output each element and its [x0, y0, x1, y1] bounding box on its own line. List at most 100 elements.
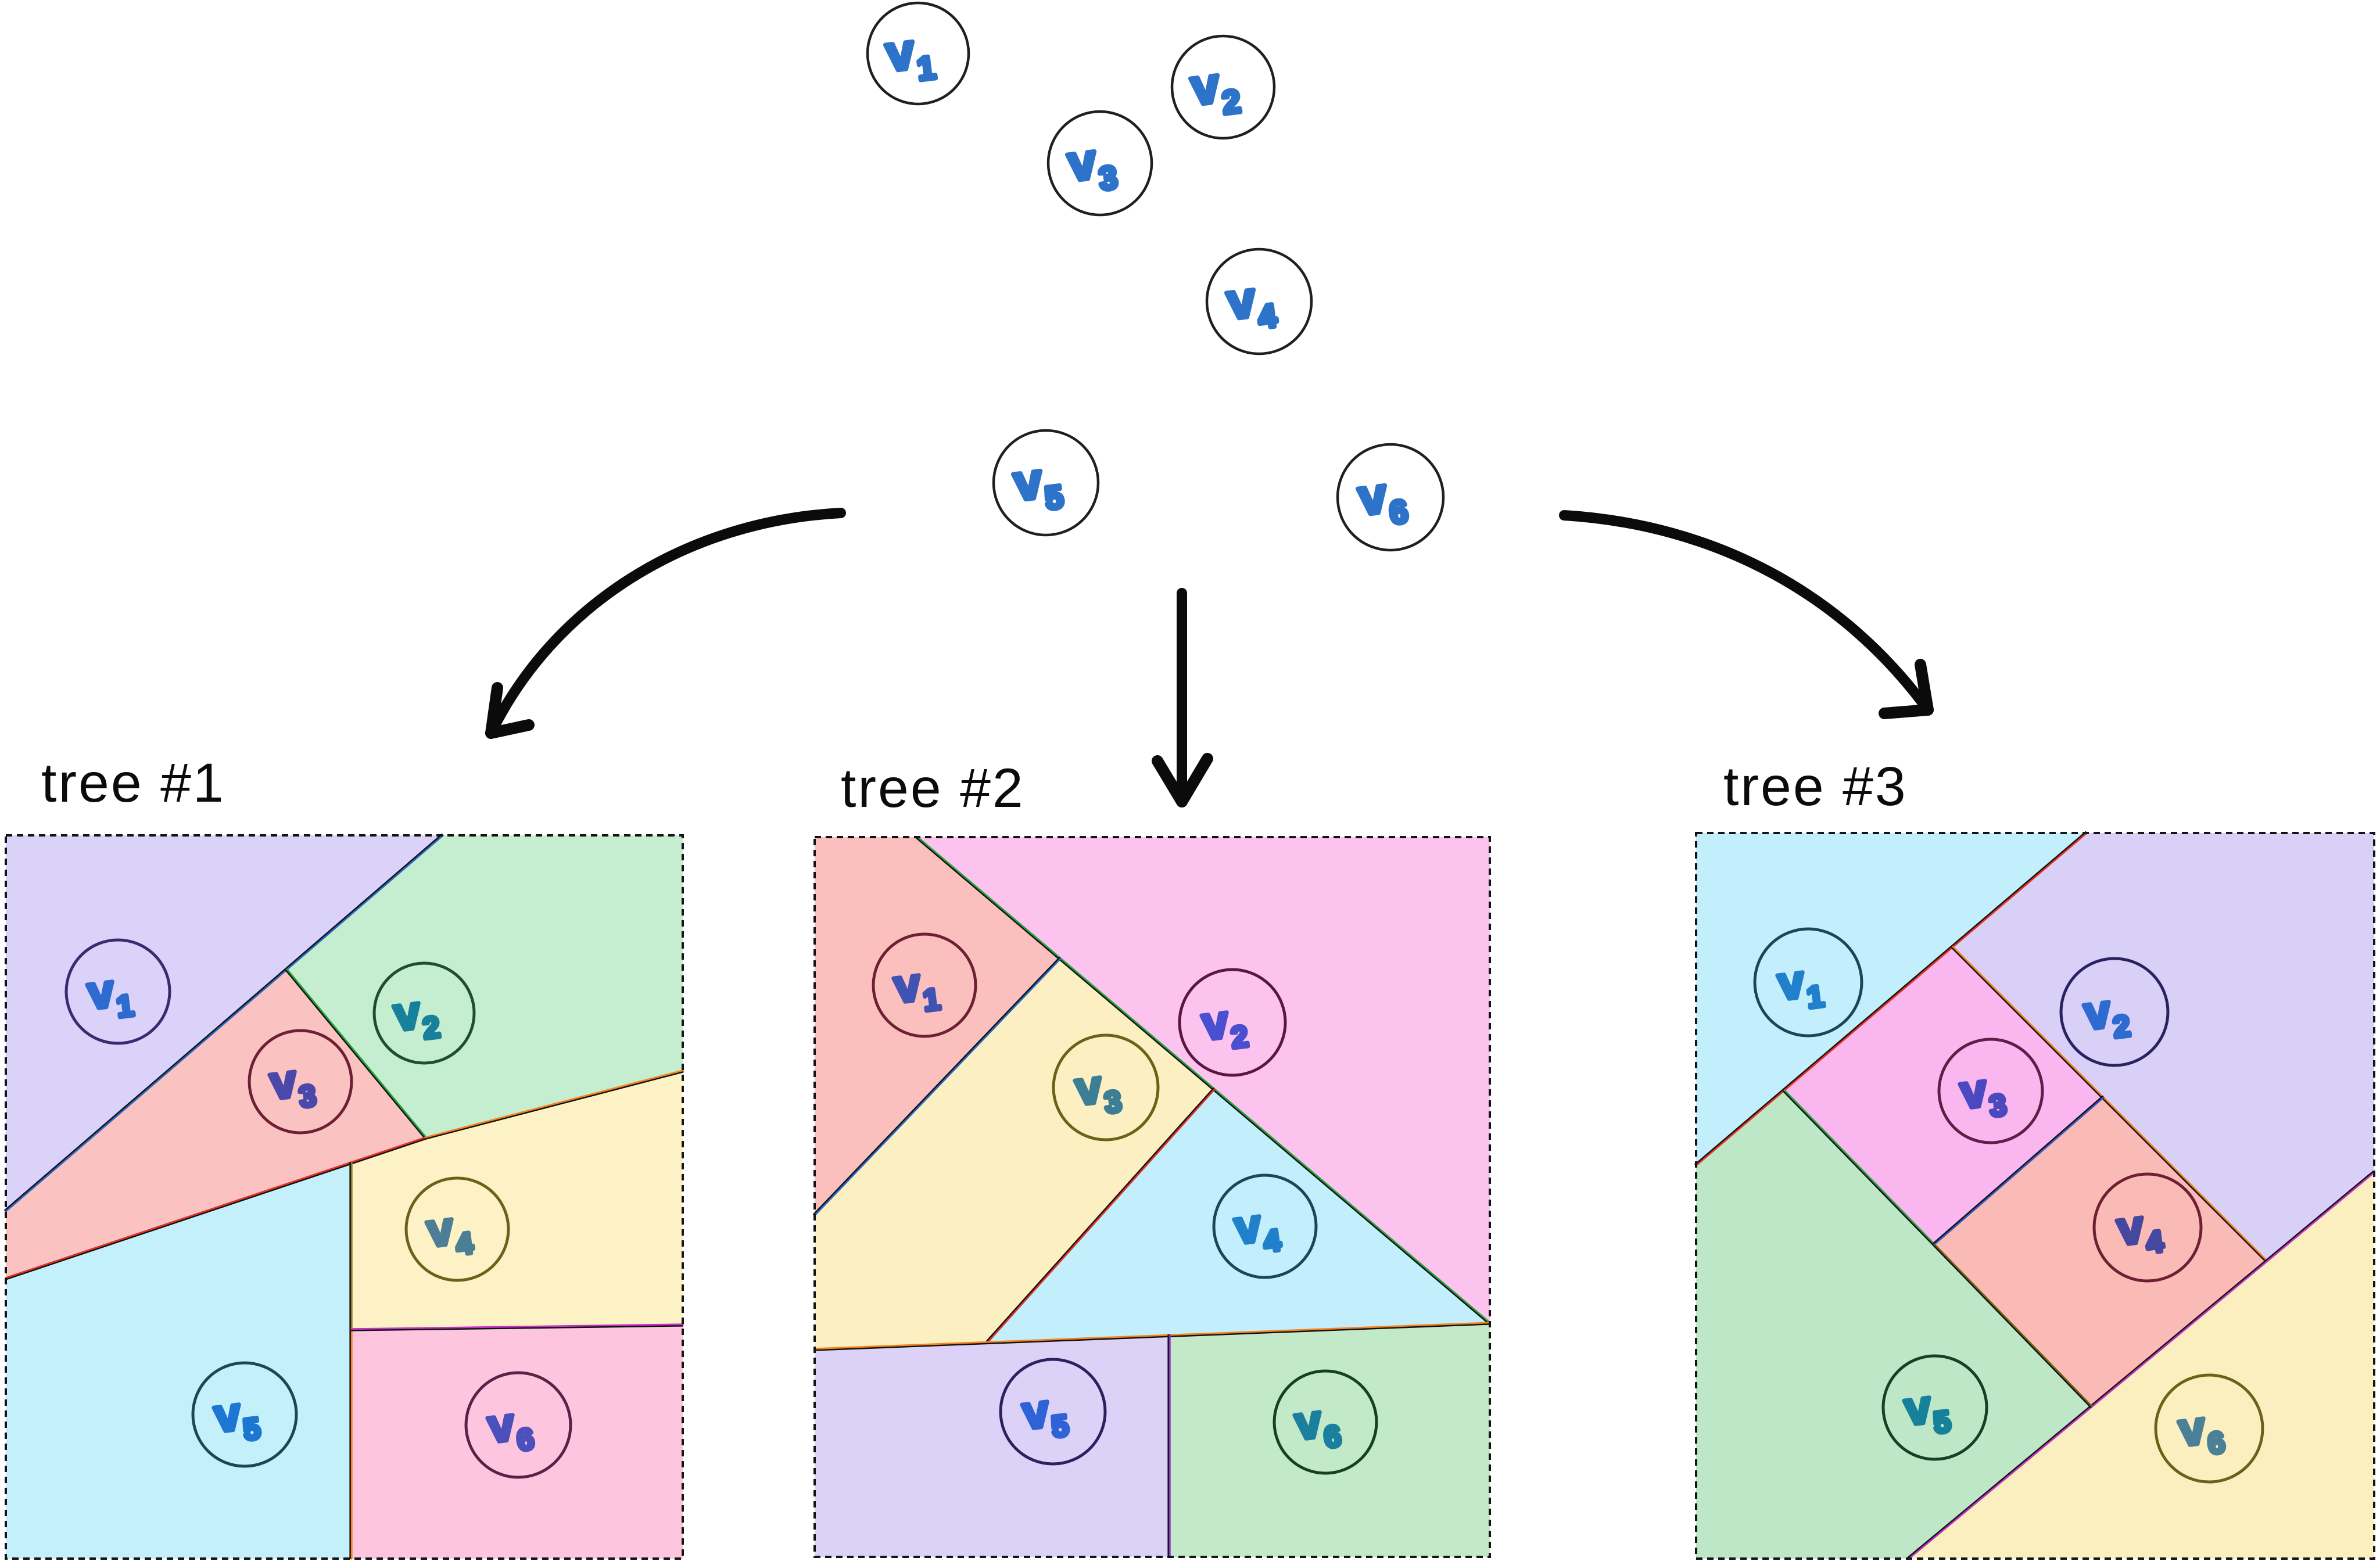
tree-1-region-v5 — [6, 1162, 352, 1559]
vertex-scatter: v1 v2 v3 v4 v5 v6 — [866, 1, 1445, 552]
vertex-label-v4: v4 — [1224, 269, 1278, 339]
tree-1-split-1 — [5, 834, 444, 1212]
tree-1-vertex-circle-v6 — [464, 1371, 572, 1479]
scatter-vertex-circle-v3 — [1046, 110, 1153, 217]
scatter-vertex-v3: v3 — [1046, 110, 1153, 217]
tree-2-split-3 — [987, 1088, 1216, 1343]
tree-3-split-4-outline — [1783, 1090, 1934, 1246]
tree-3-vertex-circle-v3 — [1937, 1038, 2044, 1144]
scatter-vertex-circle-v2 — [1170, 34, 1276, 140]
tree-3-split-6 — [1933, 1096, 2105, 1245]
tree-2-split-4-outline — [813, 1323, 1491, 1351]
arrow-to-tree-2 — [1152, 588, 1213, 807]
tree-1-title: tree #1 — [41, 752, 225, 814]
tree-3-vertex-circle-v6 — [2154, 1373, 2264, 1484]
scatter-vertex-circle-v4 — [1205, 247, 1313, 356]
arrow-to-tree-2-head-barb-2 — [1176, 753, 1213, 807]
scatter-vertex-circle-v6 — [1336, 443, 1445, 552]
tree-1-split-1-outline — [4, 833, 443, 1211]
scatter-vertex-v1: v1 — [866, 1, 970, 106]
tree-1-vertex-circle-v4 — [404, 1176, 510, 1282]
tree-2-vertex-circle-v5 — [999, 1358, 1107, 1466]
scatter-vertex-circle-v5 — [992, 429, 1100, 537]
tree-1-split-3-outline — [5, 1138, 427, 1280]
scatter-vertex-v4: v4 — [1205, 247, 1313, 356]
vertex-label-v3: v3 — [1064, 131, 1119, 200]
tree-3-split-2-outline — [1951, 947, 2267, 1263]
tree-2-vertex-circle-v2 — [1178, 968, 1287, 1077]
tree-2-vertex-v5: v5 — [999, 1358, 1107, 1466]
tree-1-split-2-outline — [285, 970, 426, 1139]
vertex-label-v1: v1 — [1775, 953, 1826, 1018]
tree-3-vertex-v1: v1 — [1753, 927, 1863, 1038]
arrow-to-tree-2-head-barb-1 — [1152, 755, 1188, 807]
tree-1-region-v2 — [287, 835, 683, 1137]
tree-1-vertex-v4: v4 — [404, 1176, 510, 1282]
tree-2-border — [813, 836, 1491, 1558]
tree-3-title: tree #3 — [1723, 756, 1908, 817]
scatter-vertex-v2: v2 — [1170, 34, 1276, 140]
tree-1-region-v6 — [352, 1324, 683, 1559]
tree-1-split-2 — [286, 968, 427, 1139]
tree-3-split-6-outline — [1933, 1095, 2103, 1244]
tree-3-split-5-outline — [1933, 1244, 2092, 1408]
arrow-to-tree-3-shaft — [1559, 510, 1933, 715]
arrow-to-tree-1-shaft — [486, 508, 846, 738]
tree-2-split-2-outline — [813, 957, 1060, 1215]
arrow-to-tree-1-head-barb-2 — [485, 682, 503, 739]
scatter-vertex-circle-v1 — [866, 1, 970, 106]
tree-1-region-v3 — [6, 970, 426, 1278]
tree-1-vertex-circle-v1 — [64, 938, 171, 1045]
tree-2-vertex-circle-v4 — [1212, 1173, 1318, 1279]
tree-2-region-v1 — [815, 837, 1060, 1215]
tree-1-split-4 — [425, 1069, 684, 1139]
tree-3-border — [1695, 832, 2375, 1560]
tree-3-split-5 — [1933, 1243, 2093, 1408]
tree-2-split-2 — [813, 957, 1062, 1216]
tree-2-vertex-circle-v1 — [872, 932, 977, 1038]
tree-3-split-4 — [1783, 1089, 1935, 1245]
tree-3-vertex-circle-v1 — [1753, 927, 1863, 1038]
arrow-to-tree-3 — [1559, 510, 1934, 719]
tree-1-split-4-outline — [425, 1071, 684, 1140]
tree-1-border — [5, 834, 684, 1560]
tree-3-split-1-outline — [1694, 831, 2087, 1165]
tree-3-region-v3 — [1784, 947, 2103, 1244]
tree-3-vertex-circle-v2 — [2059, 957, 2170, 1067]
tree-3-split-3 — [1908, 1171, 2375, 1560]
tree-2-region-v6 — [1170, 1323, 1490, 1557]
tree-2-title: tree #2 — [841, 758, 1025, 819]
tree-1-split-7 — [350, 1323, 684, 1330]
scatter-vertex-v6: v6 — [1336, 443, 1445, 552]
tree-3-split-2 — [1952, 946, 2268, 1262]
tree-2-vertex-circle-v6 — [1273, 1369, 1378, 1475]
tree-2-split-4 — [813, 1322, 1491, 1350]
tree-3-vertex-circle-v4 — [2092, 1172, 2203, 1283]
arrows — [485, 508, 1934, 807]
vertex-label-v4: v4 — [424, 1200, 475, 1265]
tree-2-split-3-outline — [986, 1087, 1214, 1342]
tree-2-region-v5 — [815, 1335, 1170, 1557]
scatter-vertex-v5: v5 — [992, 429, 1100, 537]
tree-1-split-7-outline — [350, 1325, 684, 1331]
tree-3-vertex-circle-v5 — [1881, 1354, 1988, 1461]
tree-1-vertex-circle-v2 — [372, 961, 476, 1065]
arrow-to-tree-1 — [485, 508, 846, 739]
tree-1-split-3 — [5, 1136, 427, 1279]
tree-3-region-v2 — [1953, 833, 2374, 1261]
tree-3-split-1 — [1695, 832, 2088, 1166]
arrow-to-tree-1-head-barb-1 — [485, 719, 535, 739]
tree-1-vertex-circle-v5 — [191, 1361, 298, 1468]
tree-3-split-3-outline — [1907, 1170, 2374, 1559]
tree-2-split-1-outline — [916, 837, 1490, 1325]
tree-2-vertex-circle-v3 — [1052, 1033, 1160, 1142]
arrow-to-tree-3-head-barb-1 — [1879, 704, 1934, 719]
tree-2-region-v3 — [815, 959, 1214, 1349]
tree-1-vertex-circle-v3 — [248, 1029, 353, 1135]
